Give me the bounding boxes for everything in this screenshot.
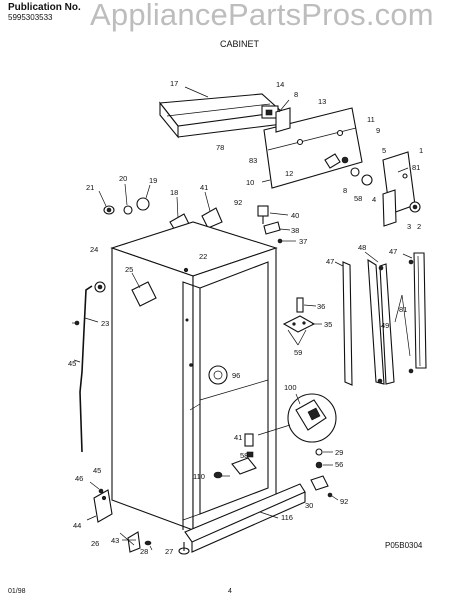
callout-labels: 17 14 8 13 78 83 11 9 1 5 81 8 58 4 3 2 … [68, 79, 423, 556]
callout-24: 24 [90, 245, 98, 254]
callout-59: 59 [294, 348, 302, 357]
callout-36: 36 [317, 302, 325, 311]
leveling-parts [119, 531, 190, 555]
callout-1: 1 [419, 146, 423, 155]
callout-110: 110 [193, 472, 205, 481]
callout-8b: 8 [343, 186, 347, 195]
callout-30: 30 [305, 501, 313, 510]
callout-38: 38 [291, 226, 299, 235]
callout-11: 11 [367, 115, 375, 124]
side-hinge-part [131, 272, 157, 307]
callout-58b: 58 [240, 451, 248, 460]
door-gasket-strips [334, 251, 427, 386]
thermostat-part [261, 99, 291, 133]
hinge-hardware-part [98, 183, 151, 215]
door-stop-rod-part [72, 281, 106, 453]
cold-control-part [324, 153, 373, 186]
top-panel-part [158, 86, 284, 139]
callout-100: 100 [284, 383, 297, 392]
callout-45b: 45 [93, 466, 101, 475]
publication-label: Publication No. [8, 2, 81, 13]
callout-29: 29 [335, 448, 343, 457]
callout-45: 45 [68, 359, 76, 368]
callout-14: 14 [276, 80, 284, 89]
callout-22: 22 [199, 252, 207, 261]
callout-3: 3 [407, 222, 411, 231]
callout-23: 23 [101, 319, 109, 328]
callout-56: 56 [335, 460, 343, 469]
callout-12: 12 [285, 169, 293, 178]
callout-92b: 92 [340, 497, 348, 506]
callout-26: 26 [91, 539, 99, 548]
publication-number: 5995303533 [8, 13, 53, 22]
callout-41b: 41 [234, 433, 242, 442]
callout-9: 9 [376, 126, 380, 135]
light-shield-part [382, 151, 421, 227]
callout-44: 44 [73, 521, 81, 530]
footer-date: 01/98 [8, 588, 26, 595]
callout-2: 2 [417, 222, 421, 231]
detail-inset [257, 393, 337, 443]
callout-13: 13 [318, 97, 326, 106]
callout-58: 58 [354, 194, 362, 203]
callout-47: 47 [326, 257, 334, 266]
hinge-pin-part [257, 205, 296, 244]
bottom-left-hinge-part [86, 481, 113, 523]
section-title: CABINET [220, 39, 260, 49]
callout-81b: 81 [399, 305, 407, 314]
callout-81: 81 [412, 163, 420, 172]
callout-8: 8 [294, 90, 298, 99]
callout-41: 41 [200, 183, 208, 192]
center-hinge-part [282, 297, 322, 346]
callout-43: 43 [111, 536, 119, 545]
callout-18: 18 [170, 188, 178, 197]
watermark: AppliancePartsPros.com [90, 0, 434, 32]
callout-37: 37 [299, 237, 307, 246]
callout-17: 17 [170, 79, 178, 88]
callout-19: 19 [149, 176, 157, 185]
callout-96: 96 [232, 371, 240, 380]
callout-10: 10 [246, 178, 254, 187]
callout-25: 25 [125, 265, 133, 274]
callout-21: 21 [86, 183, 94, 192]
callout-116: 116 [281, 513, 293, 522]
callout-48: 48 [358, 243, 366, 252]
callout-46: 46 [75, 474, 83, 483]
callout-4: 4 [372, 195, 376, 204]
cabinet-body [110, 221, 278, 531]
callout-47b: 47 [389, 247, 397, 256]
callout-5: 5 [382, 146, 386, 155]
page-number: 4 [228, 588, 232, 595]
callout-28: 28 [140, 547, 148, 556]
callout-20: 20 [119, 174, 127, 183]
toe-grille-part [184, 483, 306, 553]
diagram-code: P05B0304 [385, 541, 423, 550]
callout-78: 78 [216, 143, 224, 152]
callout-92: 92 [234, 198, 242, 207]
callout-49: 49 [381, 321, 389, 330]
callout-27: 27 [165, 547, 173, 556]
callout-35: 35 [324, 320, 332, 329]
callout-83: 83 [249, 156, 257, 165]
bottom-hinge-parts [213, 433, 339, 501]
drain-part [208, 365, 228, 385]
callout-40: 40 [291, 211, 299, 220]
